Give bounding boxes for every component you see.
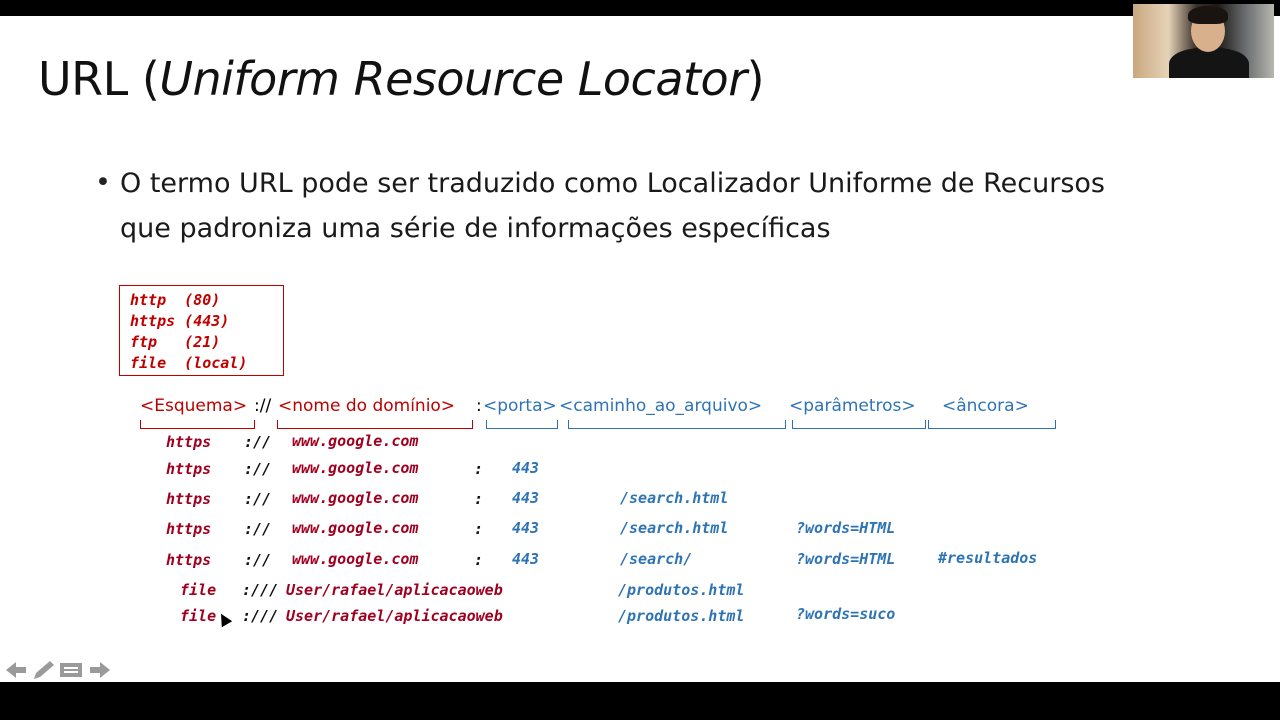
syntax-dominio: <nome do domínio>: [278, 396, 456, 416]
slideshow-controls: [6, 661, 110, 679]
example-scheme: file: [180, 607, 217, 625]
bullet-marker: •: [95, 167, 111, 198]
title-italic: Uniform Resource Locator: [159, 52, 747, 106]
syntax-sep2: :: [476, 396, 482, 416]
slide: URL (Uniform Resource Locator) • O termo…: [0, 16, 1280, 682]
example-anchor: #resultados: [938, 549, 1038, 567]
arrow-left-icon[interactable]: [6, 662, 26, 678]
example-domain: www.google.com: [292, 550, 419, 568]
scheme-item: file (local): [130, 354, 248, 372]
title-suffix: ): [746, 52, 765, 106]
example-scheme: https: [166, 433, 212, 451]
example-port: 443: [512, 550, 540, 568]
example-scheme: https: [166, 460, 212, 478]
example-sep: ://: [244, 490, 272, 508]
example-domain: www.google.com: [292, 432, 419, 450]
slide-title: URL (Uniform Resource Locator): [38, 52, 765, 106]
example-colon: :: [474, 520, 484, 538]
example-sep: ://: [244, 460, 272, 478]
example-colon: :: [474, 551, 484, 569]
example-sep: ://: [244, 520, 272, 538]
example-path: /search.html: [620, 489, 729, 507]
menu-icon[interactable]: [60, 663, 82, 677]
syntax-porta: <porta>: [483, 396, 557, 416]
bracket-porta: [486, 420, 558, 429]
example-sep: :///: [242, 581, 279, 599]
example-params: ?words=HTML: [796, 550, 896, 568]
example-colon: :: [474, 490, 484, 508]
example-domain: www.google.com: [292, 519, 419, 537]
pen-icon[interactable]: [34, 661, 54, 679]
scheme-ports-box: http (80) https (443) ftp (21) file (loc…: [119, 285, 284, 376]
example-scheme: https: [166, 490, 212, 508]
scheme-item: ftp (21): [130, 333, 221, 351]
bracket-dominio: [277, 420, 473, 429]
example-sep: ://: [244, 551, 272, 569]
example-domain: www.google.com: [292, 489, 419, 507]
bracket-ancora: [928, 420, 1056, 429]
syntax-caminho: <caminho_ao_arquivo>: [559, 396, 763, 416]
bracket-esquema: [140, 420, 255, 429]
arrow-right-icon[interactable]: [90, 662, 110, 678]
scheme-item: https (443): [130, 312, 230, 330]
example-colon: :: [474, 460, 484, 478]
example-sep: ://: [244, 433, 272, 451]
syntax-esquema: <Esquema>: [140, 396, 248, 416]
example-port: 443: [512, 489, 540, 507]
example-path: /search/: [620, 550, 693, 568]
example-path: /produtos.html: [618, 607, 745, 625]
bullet-text: O termo URL pode ser traduzido como Loca…: [120, 168, 1105, 244]
example-path: /produtos.html: [618, 581, 745, 599]
title-prefix: URL (: [38, 52, 160, 106]
syntax-parametros: <parâmetros>: [789, 396, 916, 416]
bracket-parametros: [792, 420, 926, 429]
example-domain: User/rafael/aplicacaoweb: [286, 581, 503, 599]
example-domain: www.google.com: [292, 459, 419, 477]
syntax-sep1: ://: [254, 396, 272, 416]
webcam-overlay: [1133, 4, 1274, 78]
example-scheme: https: [166, 551, 212, 569]
example-domain: User/rafael/aplicacaoweb: [286, 607, 503, 625]
example-path: /search.html: [620, 519, 729, 537]
mouse-cursor-icon: [215, 610, 233, 628]
bracket-caminho: [568, 420, 786, 429]
example-port: 443: [512, 459, 540, 477]
example-sep: :///: [242, 607, 279, 625]
example-port: 443: [512, 519, 540, 537]
example-params: ?words=HTML: [796, 519, 896, 537]
example-scheme: file: [180, 581, 217, 599]
example-params: ?words=suco: [796, 605, 896, 623]
webcam-person-hair: [1188, 6, 1228, 24]
scheme-item: http (80): [130, 291, 221, 309]
bottom-black-bar: [0, 682, 1280, 720]
webcam-person-body: [1169, 48, 1249, 78]
syntax-ancora: <âncora>: [942, 396, 1029, 416]
example-scheme: https: [166, 520, 212, 538]
